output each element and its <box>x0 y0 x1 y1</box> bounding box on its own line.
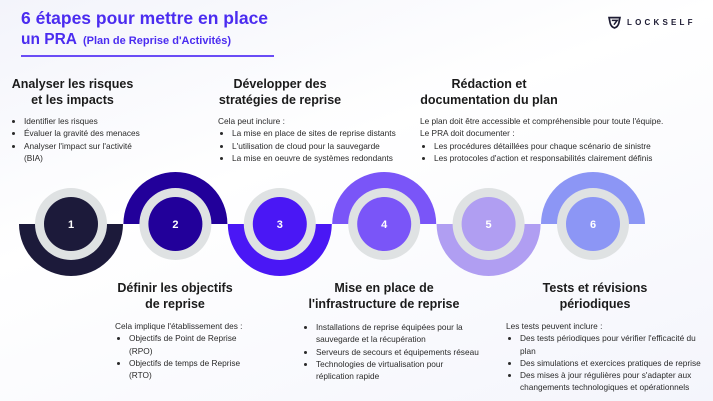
step-number: 4 <box>381 219 388 231</box>
step6-text: Les tests peuvent inclure : Des tests pé… <box>506 320 711 394</box>
title-divider <box>21 55 274 57</box>
list-item: Analyser l'impact sur l'activité (BIA) <box>24 140 134 165</box>
step-4-marker: 4 <box>332 172 437 260</box>
list-item: Technologies de virtualisation pour répl… <box>316 358 466 383</box>
step5-text: Le plan doit être accessible et compréhe… <box>420 115 710 164</box>
step-circle <box>44 197 98 251</box>
step-number: 1 <box>68 219 74 231</box>
step-number: 5 <box>486 219 492 231</box>
brand-logo: LOCKSELF <box>608 16 696 29</box>
step-number: 6 <box>590 219 596 231</box>
step-number: 2 <box>172 219 178 231</box>
list-item: Identifier les risques <box>24 115 160 127</box>
step-circle <box>566 197 620 251</box>
step2-text: Cela implique l'établissement des : Obje… <box>115 320 265 381</box>
step-6-marker: 6 <box>541 172 645 260</box>
list-item: Les protocoles d'action et responsabilit… <box>434 152 710 164</box>
list-item: Évaluer la gravité des menaces <box>24 127 160 139</box>
step-5-marker: 5 <box>436 188 541 276</box>
list-item: La mise en oeuvre de systèmes redondants <box>232 152 418 164</box>
step-circle <box>357 197 412 251</box>
list-item: L'utilisation de cloud pour la sauvegard… <box>232 140 418 152</box>
step-2-marker: 2 <box>123 172 228 260</box>
list-item: Serveurs de secours et équipements résea… <box>316 346 492 358</box>
step3-text: Cela peut inclure : La mise en place de … <box>218 115 418 164</box>
step-circle <box>148 197 203 251</box>
list-item: La mise en place de sites de reprise dis… <box>232 127 418 139</box>
list-item: Objectifs de temps de Reprise (RTO) <box>129 357 254 382</box>
title-sub: (Plan de Reprise d'Activités) <box>82 35 232 47</box>
step1-text: Identifier les risques Évaluer la gravit… <box>10 115 160 164</box>
step4-text: Installations de reprise équipées pour l… <box>302 321 492 382</box>
list-item: Les procédures détaillées pour chaque sc… <box>434 140 710 152</box>
step-3-marker: 3 <box>227 188 332 276</box>
steps-timeline: 1 2 3 4 5 6 <box>19 172 645 276</box>
brand-name: LOCKSELF <box>627 18 696 27</box>
page-subtitle: un PRA (Plan de Reprise d'Activités) <box>21 31 231 49</box>
lockself-shield-icon <box>608 16 621 29</box>
list-item: Objectifs de Point de Reprise (RPO) <box>129 332 249 357</box>
step-circle <box>252 197 307 251</box>
list-item: Des tests périodiques pour vérifier l'ef… <box>520 332 711 357</box>
list-item: Des simulations et exercices pratiques d… <box>520 357 711 369</box>
step-number: 3 <box>277 219 283 231</box>
list-item: Installations de reprise équipées pour l… <box>316 321 492 346</box>
step-circle <box>461 197 516 251</box>
page-title: 6 étapes pour mettre en place <box>21 8 269 28</box>
step-1-marker: 1 <box>19 188 123 276</box>
title-line2: un PRA <box>21 31 77 48</box>
list-item: Des mises à jour régulières pour s'adapt… <box>520 369 711 394</box>
